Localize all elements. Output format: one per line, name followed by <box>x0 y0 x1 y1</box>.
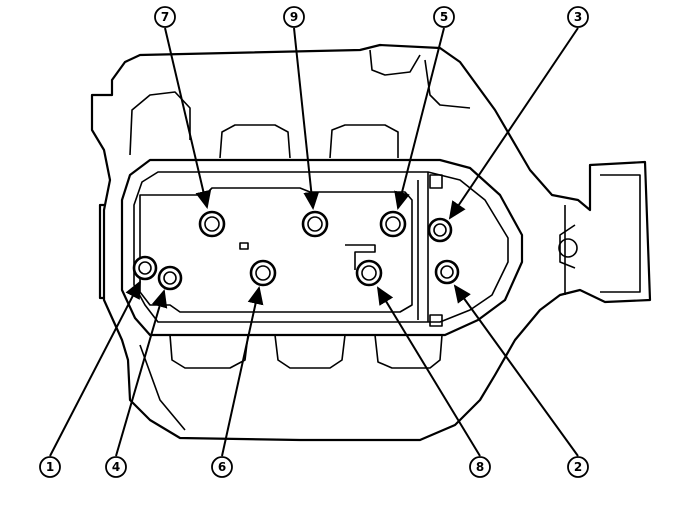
leader-8 <box>376 286 481 457</box>
callout-2: 2 <box>567 456 589 478</box>
leader-9 <box>293 27 320 210</box>
bolt-1 <box>132 255 158 281</box>
leader-1 <box>49 280 141 457</box>
callout-8-label: 8 <box>476 460 484 474</box>
manifold-outline <box>90 43 652 442</box>
callout-2-label: 2 <box>574 460 582 474</box>
callout-8: 8 <box>469 456 491 478</box>
callout-1-label: 1 <box>46 460 54 474</box>
leader-lines <box>49 27 579 457</box>
callout-4-label: 4 <box>112 460 120 474</box>
callout-7-label: 7 <box>161 10 169 24</box>
leader-7 <box>164 27 212 209</box>
callout-4: 4 <box>105 456 127 478</box>
leader-4 <box>115 289 168 457</box>
leader-6 <box>221 286 264 457</box>
leader-2 <box>453 284 579 457</box>
callout-3: 3 <box>567 6 589 28</box>
callouts: 7 9 5 3 1 4 6 8 <box>39 6 589 478</box>
leader-3 <box>448 27 579 220</box>
callout-9-label: 9 <box>290 10 298 24</box>
bolt-6 <box>249 259 277 287</box>
bolts <box>132 210 460 291</box>
bolt-9 <box>301 210 329 238</box>
bolt-4 <box>157 265 183 291</box>
plenum-cover-outline <box>120 158 524 337</box>
bolt-8 <box>355 259 383 287</box>
callout-3-label: 3 <box>574 10 582 24</box>
callout-5: 5 <box>433 6 455 28</box>
callout-6-label: 6 <box>218 460 226 474</box>
callout-5-label: 5 <box>440 10 448 24</box>
bolt-7 <box>198 210 226 238</box>
bolt-3 <box>427 217 453 243</box>
bolt-5 <box>379 210 407 238</box>
callout-1: 1 <box>39 456 61 478</box>
bolt-2 <box>434 259 460 285</box>
callout-9: 9 <box>283 6 305 28</box>
callout-6: 6 <box>211 456 233 478</box>
callout-7: 7 <box>154 6 176 28</box>
leader-5 <box>394 27 445 210</box>
